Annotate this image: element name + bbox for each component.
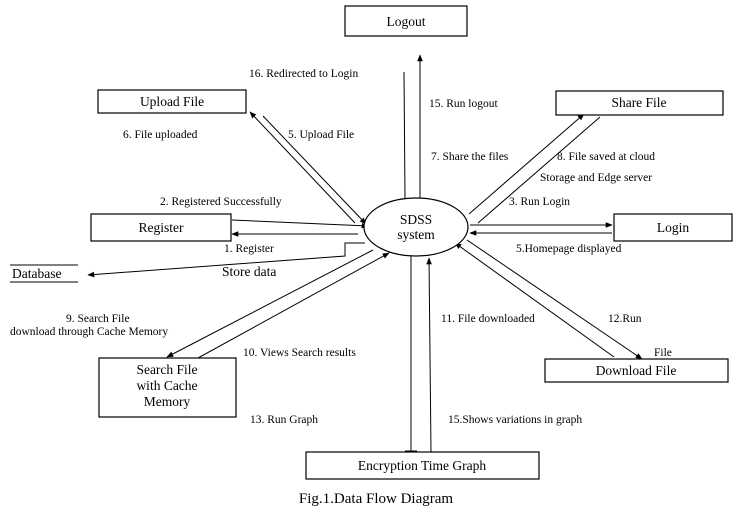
flow-line-file-saved-cloud — [477, 116, 601, 224]
entity-download-file-label: Download File — [596, 363, 677, 378]
flow-label-9a: 9. Search File — [66, 313, 130, 325]
flow-label-13: 13. Run Graph — [250, 414, 318, 426]
entity-search-file: Search File with Cache Memory — [98, 357, 237, 418]
flow-line-views-search-results — [197, 252, 390, 359]
flow-line-registered-successfully — [231, 219, 369, 229]
flow-line-shows-variations — [426, 257, 432, 453]
flow-label-10: 10. Views Search results — [243, 347, 356, 359]
entity-share-file: Share File — [555, 90, 724, 116]
flow-line-upload-file — [262, 115, 367, 225]
flow-label-11: 11. File downloaded — [441, 313, 535, 325]
flow-label-3: 3. Run Login — [509, 196, 570, 208]
flow-label-15g: 15.Shows variations in graph — [448, 414, 582, 426]
sdss-system-process: SDSS system — [363, 197, 469, 257]
flow-label-7: 7. Share the files — [431, 151, 509, 163]
entity-search-file-line1: Search File — [136, 362, 197, 377]
entity-register: Register — [90, 213, 232, 242]
flow-label-12a: 12.Run — [608, 313, 642, 325]
entity-download-file: Download File — [544, 358, 729, 383]
datastore-database-label: Database — [12, 266, 61, 281]
figure-caption: Fig.1.Data Flow Diagram — [299, 491, 453, 507]
process-label-line1: SDSS — [400, 212, 432, 227]
flow-label-9b: download through Cache Memory — [10, 326, 168, 338]
flow-label-store-data: Store data — [222, 264, 276, 279]
flow-label-1: 1. Register — [224, 243, 274, 255]
flow-line-run-file — [466, 239, 643, 360]
entity-logout: Logout — [344, 5, 468, 37]
flow-line-share-files — [468, 113, 585, 215]
entity-register-label: Register — [139, 220, 184, 235]
flow-line-file-uploaded — [249, 111, 356, 224]
flow-label-5: 5. Upload File — [288, 129, 354, 141]
datastore-database: Database — [10, 264, 78, 283]
flow-line-store-data — [87, 242, 365, 278]
flow-label-5h: 5.Homepage displayed — [516, 243, 622, 255]
flow-label-6: 6. File uploaded — [123, 129, 198, 141]
entity-login: Login — [613, 213, 733, 242]
entity-encryption-time-graph: Encryption Time Graph — [305, 451, 540, 480]
flow-line-redirected-to-login — [403, 71, 406, 199]
entity-search-file-line3: Memory — [144, 394, 191, 409]
flow-label-8b: Storage and Edge server — [540, 172, 652, 184]
entity-login-label: Login — [657, 220, 689, 235]
flow-label-15: 15. Run logout — [429, 98, 498, 110]
entity-search-file-line2: with Cache — [136, 378, 197, 393]
flow-line-search-file — [166, 249, 374, 358]
flow-lines — [87, 54, 643, 453]
entity-encryption-time-graph-label: Encryption Time Graph — [358, 458, 486, 473]
entity-logout-label: Logout — [387, 14, 426, 29]
flow-line-file-downloaded — [454, 242, 615, 358]
flow-labels: 16. Redirected to Login 15. Run logout 6… — [10, 68, 672, 426]
flow-label-8a: 8. File saved at cloud — [557, 151, 655, 163]
entity-share-file-label: Share File — [611, 95, 666, 110]
flow-label-16: 16. Redirected to Login — [249, 68, 358, 80]
flow-label-12b: File — [654, 347, 672, 359]
entity-upload-file-label: Upload File — [140, 94, 204, 109]
flow-label-2: 2. Registered Successfully — [160, 196, 282, 208]
entity-upload-file: Upload File — [97, 89, 247, 114]
process-label-line2: system — [397, 227, 435, 242]
